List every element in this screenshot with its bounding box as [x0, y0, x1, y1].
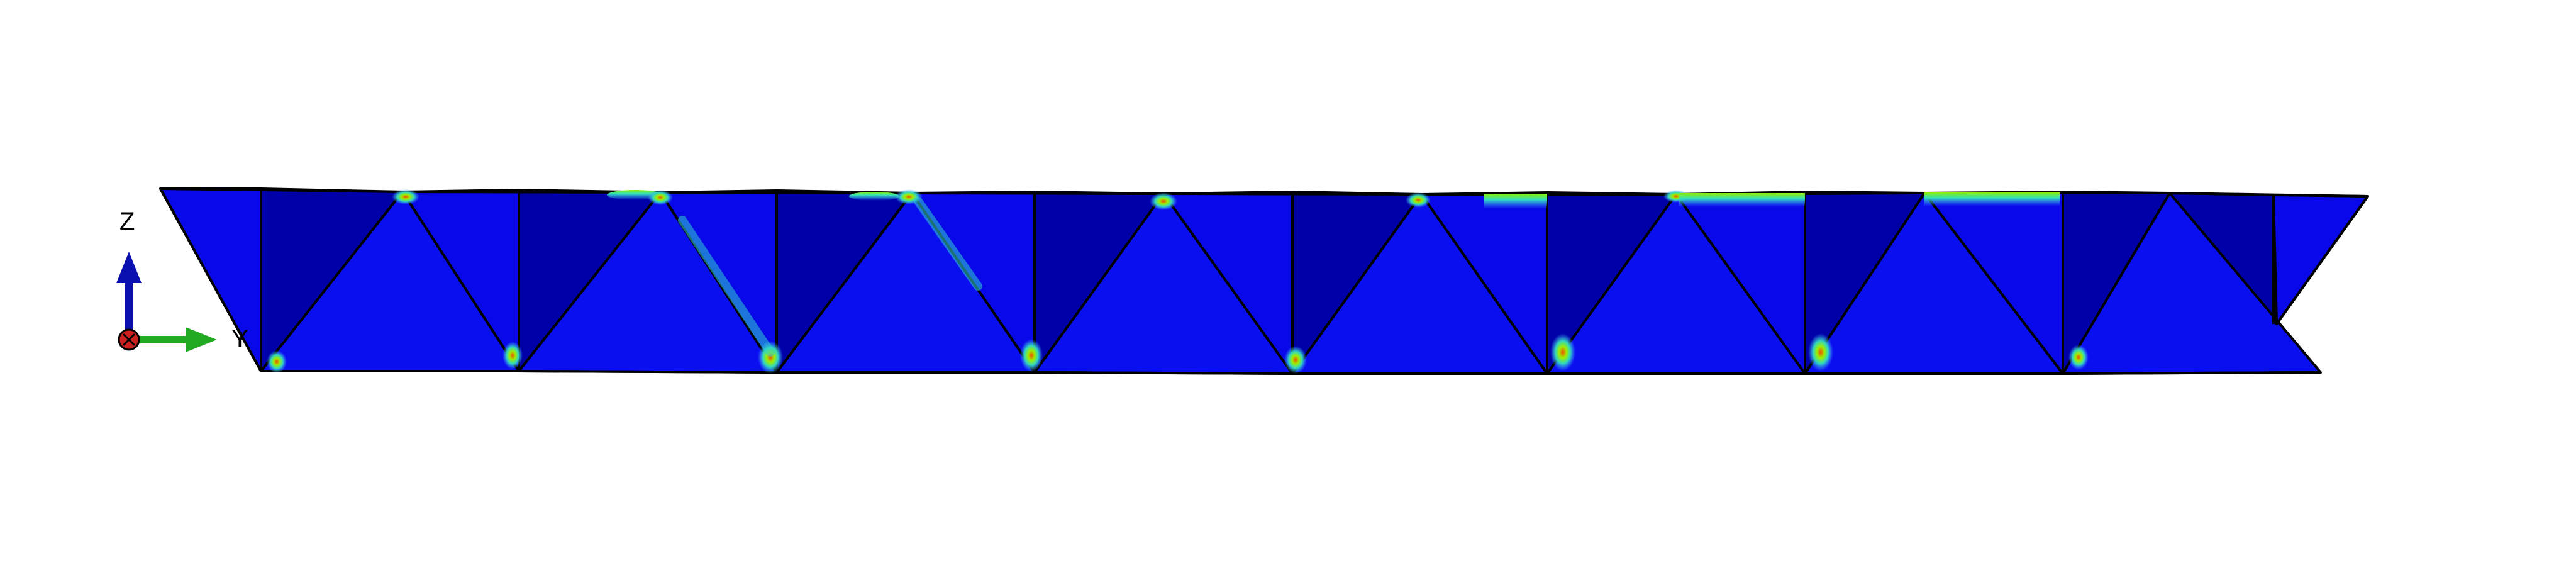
sandwich-panel-mesh: [159, 187, 2369, 375]
stress-contours: [267, 189, 2089, 374]
y-axis-label: Y: [231, 325, 248, 353]
bottom-edge: [261, 370, 2321, 375]
z-arrow-head: [116, 252, 142, 283]
z-axis-label: Z: [119, 208, 135, 235]
y-arrow-head: [186, 327, 217, 352]
core-triangles: [260, 191, 2322, 375]
axis-triad: Z Y: [116, 208, 248, 353]
